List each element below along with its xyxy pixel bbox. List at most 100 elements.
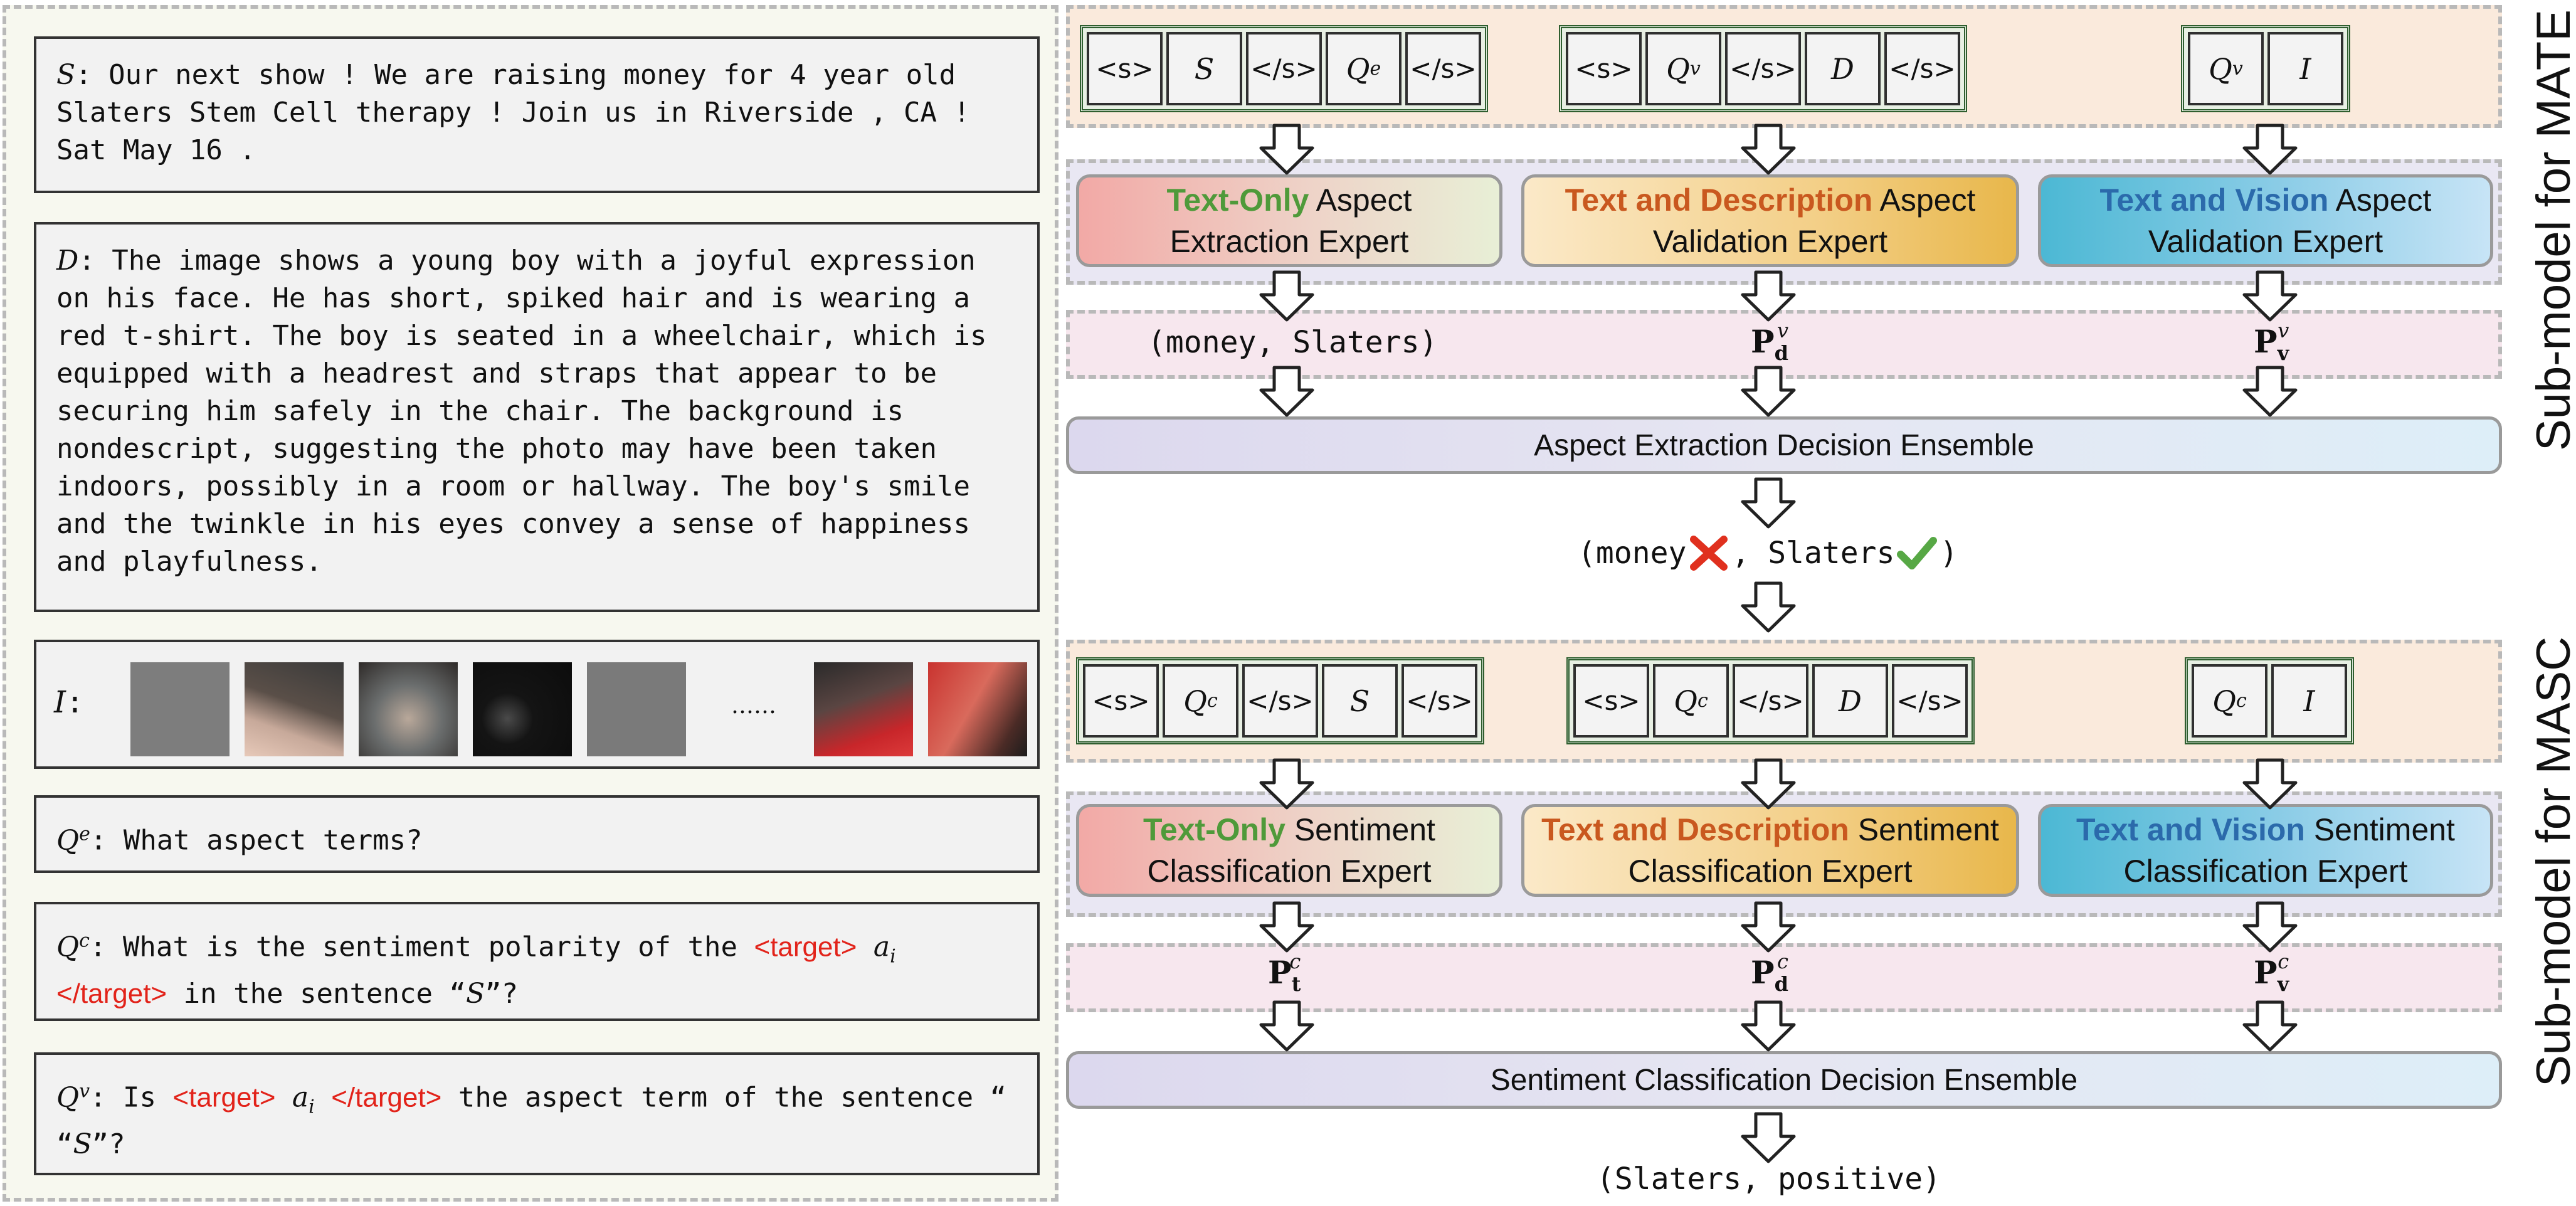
- down-arrow-icon: [2242, 1000, 2298, 1052]
- token: </s>: [1733, 664, 1808, 738]
- sentence-symbol: S: [56, 59, 76, 91]
- image-patch: [359, 662, 458, 756]
- masc-vision-output: Pvc: [2254, 949, 2289, 996]
- token: I: [2267, 32, 2343, 105]
- down-arrow-icon: [1741, 477, 1796, 529]
- masc-result: (Slaters, positive): [1597, 1161, 1941, 1197]
- down-arrow-icon: [1741, 581, 1796, 633]
- masc-text-output: Ptc: [1268, 949, 1301, 996]
- token: D: [1812, 664, 1888, 738]
- description-box: D: The image shows a young boy with a jo…: [34, 222, 1040, 612]
- down-arrow-icon: [1741, 901, 1796, 953]
- mate-submodel-label: Sub-model for MATE: [2527, 9, 2576, 451]
- target-close-tag: </target>: [331, 1082, 442, 1113]
- image-patch: [130, 662, 230, 756]
- sentiment-question-box: Qc: What is the sentiment polarity of th…: [34, 902, 1040, 1021]
- token: S: [1322, 664, 1398, 738]
- token: </s>: [1405, 32, 1481, 105]
- token: </s>: [1884, 32, 1960, 105]
- token: </s>: [1246, 32, 1322, 105]
- token: <s>: [1573, 664, 1649, 738]
- token: <s>: [1083, 664, 1159, 738]
- down-arrow-icon: [1741, 1000, 1796, 1052]
- down-arrow-icon: [1741, 124, 1796, 175]
- down-arrow-icon: [2242, 901, 2298, 953]
- qe-symbol: Q: [56, 824, 80, 857]
- image-patch: [814, 662, 913, 756]
- image-patch: [245, 662, 344, 756]
- token: D: [1805, 32, 1881, 105]
- mate-desc-output: Pdv: [1751, 319, 1789, 365]
- token: I: [2271, 664, 2347, 738]
- image-box: I: ……: [34, 640, 1040, 769]
- sentence-text: : Our next show ! We are raising money f…: [56, 59, 970, 166]
- down-arrow-icon: [2242, 270, 2298, 322]
- check-mark-icon: [1897, 537, 1938, 569]
- down-arrow-icon: [1259, 366, 1314, 417]
- image-ellipsis: ……: [731, 693, 776, 719]
- down-arrow-icon: [1741, 366, 1796, 417]
- image-patch: [473, 662, 572, 756]
- token: <s>: [1566, 32, 1642, 105]
- description-text: : The image shows a young boy with a joy…: [56, 245, 987, 578]
- down-arrow-icon: [1259, 124, 1314, 175]
- down-arrow-icon: [2242, 124, 2298, 175]
- aspect-question-box: Qe: What aspect terms?: [34, 795, 1040, 873]
- down-arrow-icon: [1259, 270, 1314, 322]
- down-arrow-icon: [2242, 758, 2298, 810]
- token: </s>: [1892, 664, 1968, 738]
- token: </s>: [1401, 664, 1477, 738]
- image-patch: [587, 662, 686, 756]
- down-arrow-icon: [2242, 366, 2298, 417]
- description-symbol: D: [56, 245, 79, 277]
- qe-text: : What aspect terms?: [90, 824, 423, 857]
- token: </s>: [1725, 32, 1801, 105]
- masc-submodel-label: Sub-model for MASC: [2527, 636, 2576, 1087]
- image-patch: [928, 662, 1027, 756]
- target-open-tag: <target>: [754, 931, 857, 963]
- down-arrow-icon: [1259, 1000, 1314, 1052]
- mate-text-output: (money, Slaters): [1148, 325, 1438, 360]
- down-arrow-icon: [1741, 758, 1796, 810]
- token: S: [1166, 32, 1242, 105]
- cross-mark-icon: [1690, 536, 1728, 571]
- image-colon: :: [65, 685, 84, 720]
- down-arrow-icon: [1259, 901, 1314, 953]
- sentiment-ensemble: Sentiment Classification Decision Ensemb…: [1066, 1051, 2502, 1109]
- qc-symbol: Q: [56, 931, 80, 963]
- validation-question-box: Qv: Is <target> ai </target> the aspect …: [34, 1052, 1040, 1175]
- masc-desc-output: Pdc: [1751, 949, 1788, 996]
- sentence-box: S: Our next show ! We are raising money …: [34, 36, 1040, 193]
- mate-vision-output: Pvv: [2254, 319, 2289, 365]
- down-arrow-icon: [1741, 270, 1796, 322]
- down-arrow-icon: [1259, 758, 1314, 810]
- target-close-tag: </target>: [56, 978, 167, 1010]
- mate-result: (money , Slaters ): [1578, 536, 1958, 571]
- qv-symbol: Q: [56, 1081, 80, 1114]
- input-panel: S: Our next show ! We are raising money …: [3, 5, 1058, 1202]
- down-arrow-icon: [1741, 1112, 1796, 1163]
- image-symbol: I: [54, 685, 66, 720]
- aspect-ensemble: Aspect Extraction Decision Ensemble: [1066, 416, 2502, 474]
- target-open-tag: <target>: [172, 1082, 276, 1113]
- token: <s>: [1087, 32, 1163, 105]
- token: </s>: [1242, 664, 1318, 738]
